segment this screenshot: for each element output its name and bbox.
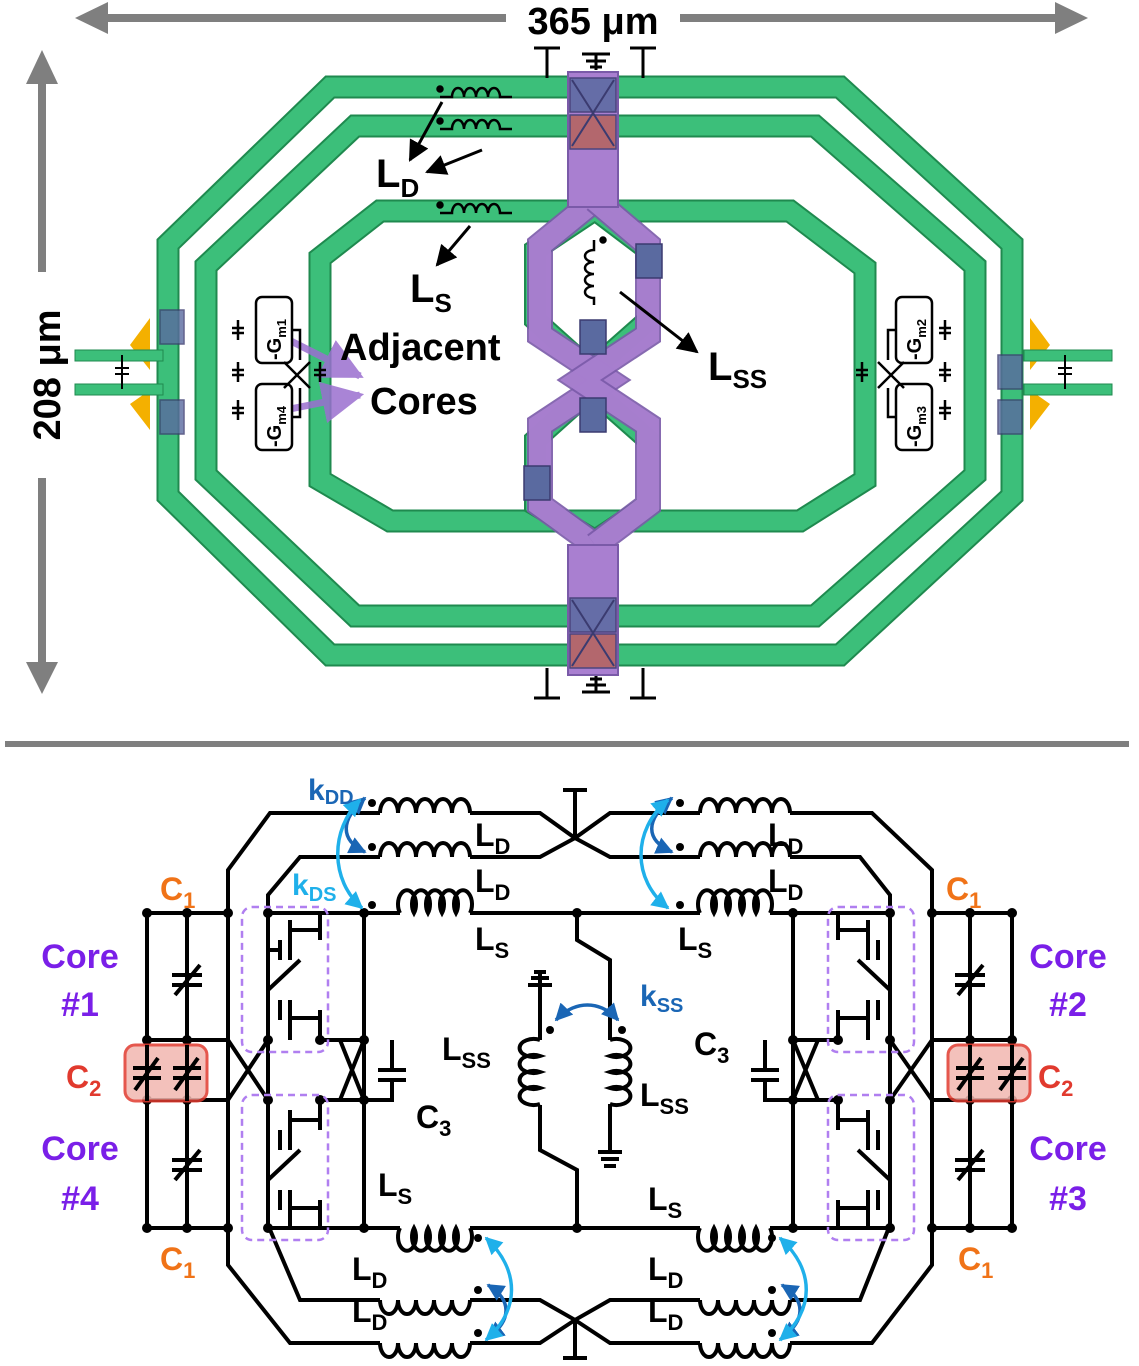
core3-label-line1: Core [1029,1130,1106,1168]
height-label: 208 μm [27,310,69,441]
ld-label-4: LD [768,863,803,905]
bottom-terminals [534,668,656,700]
svg-text:-Gm4: -Gm4 [264,405,289,447]
c1-label-bl: C1 [160,1241,195,1283]
c1-label-br: C1 [958,1241,993,1283]
ld-label-6: LD [352,1293,387,1335]
ld-inductor-bl1 [378,1299,472,1316]
c2-box-left [123,1043,209,1103]
ld-inductor-tr2 [698,841,792,858]
ls-inductor-br [696,1223,774,1253]
ld-inductor-tl1 [378,797,472,814]
ls-inductor-bl [396,1223,474,1253]
layout-inductor-ld-2 [436,117,512,131]
ld-inductor-br2 [698,1342,792,1359]
ld-label-2: LD [475,863,510,905]
height-dimension-arrow [26,50,58,694]
inner-ring-ls [308,199,877,533]
ld-label-8: LD [648,1293,683,1335]
c1-label-tr: C1 [946,871,981,913]
c1-label-tl: C1 [160,871,195,913]
core2-label-line2: #2 [1049,986,1087,1024]
core-dashed-boxes [240,905,916,1242]
width-dimension-arrow [75,2,1088,34]
gm-box-1: -Gm1 [254,295,294,365]
kss-label: kSS [640,980,683,1017]
lss-figure-eight [524,189,661,556]
ld-inner-loop [266,855,380,1302]
svg-text:-Gm3: -Gm3 [904,406,929,447]
adjacent-arrows [283,334,365,424]
c2-label-right: C2 [1038,1059,1073,1101]
outer-ring-2 [194,114,987,628]
schematic-view [145,788,1014,1360]
ls-label-4: LS [648,1181,682,1223]
schematic-inductors [378,797,792,1359]
ls-label-1: LS [475,921,509,963]
crossover-marks [571,79,615,667]
c3-label-right: C3 [694,1026,729,1068]
ld-inductor-bl2 [378,1342,472,1359]
layout-inductor-ld-1 [436,85,512,99]
lss-label-right: LSS [640,1077,689,1119]
ls-label-2: LS [678,921,712,963]
schematic-labels: kDD kDS kSS LD LD LS LD LD LS LSS LSS LS… [41,774,1106,1335]
schematic-capacitors [172,963,985,1182]
c2-label-left: C2 [66,1059,101,1101]
gm-box-3: -Gm3 [894,382,934,452]
left-port [74,318,164,430]
layout-inductor-lss [583,236,607,305]
layout-label-ls: LS [410,267,452,318]
c2-box-right [946,1043,1032,1103]
right-port [1023,318,1113,430]
lss-inductor-right [603,1037,633,1107]
core1-label-line2: #1 [61,986,99,1024]
lss-inductor-left [517,1037,547,1107]
ld-label-7: LD [648,1251,683,1293]
ld-inductor-tr1 [698,797,792,814]
layout-inductor-ls [436,201,512,215]
ld-outer-loop [226,811,380,1345]
layout-label-adjacent: Adjacent [340,327,501,369]
ls-inductor-tl [396,888,474,918]
section-divider [5,741,1129,747]
c3-label-left: C3 [416,1099,451,1141]
via-squares [159,77,1023,669]
ld-inductor-br1 [698,1299,792,1316]
layout-view: 365 μm 208 μm [26,1,1113,700]
gm-box-4: -Gm4 [254,382,294,452]
ld-inductor-tl2 [378,841,472,858]
core3-label-line2: #3 [1049,1180,1087,1218]
gm-box-2: -Gm2 [894,295,934,365]
kds-label: kDS [292,869,336,906]
schematic-nodes [142,908,1017,1233]
layout-label-ld: LD [376,152,419,203]
width-label: 365 μm [528,1,659,43]
ls-label-3: LS [378,1167,412,1209]
coupling-arrows [336,796,808,1342]
gm-wiring [232,320,951,420]
svg-text:-Gm2: -Gm2 [904,319,929,360]
polarity-dots [368,799,776,1337]
core1-label-line1: Core [41,938,118,976]
ld-label-1: LD [475,817,510,859]
svg-text:-Gm1: -Gm1 [264,319,289,360]
top-terminals [534,46,656,78]
lss-label-left: LSS [442,1031,491,1073]
core4-label-line2: #4 [61,1180,99,1218]
layout-label-lss: LSS [708,345,767,394]
core2-label-line1: Core [1029,938,1106,976]
kdd-label: kDD [308,774,354,809]
core4-label-line1: Core [41,1130,118,1168]
layout-label-cores: Cores [370,381,478,423]
ld-label-3: LD [768,817,803,859]
ld-label-5: LD [352,1251,387,1293]
ls-inductor-tr [696,888,774,918]
layout-label-arrows [408,101,699,354]
